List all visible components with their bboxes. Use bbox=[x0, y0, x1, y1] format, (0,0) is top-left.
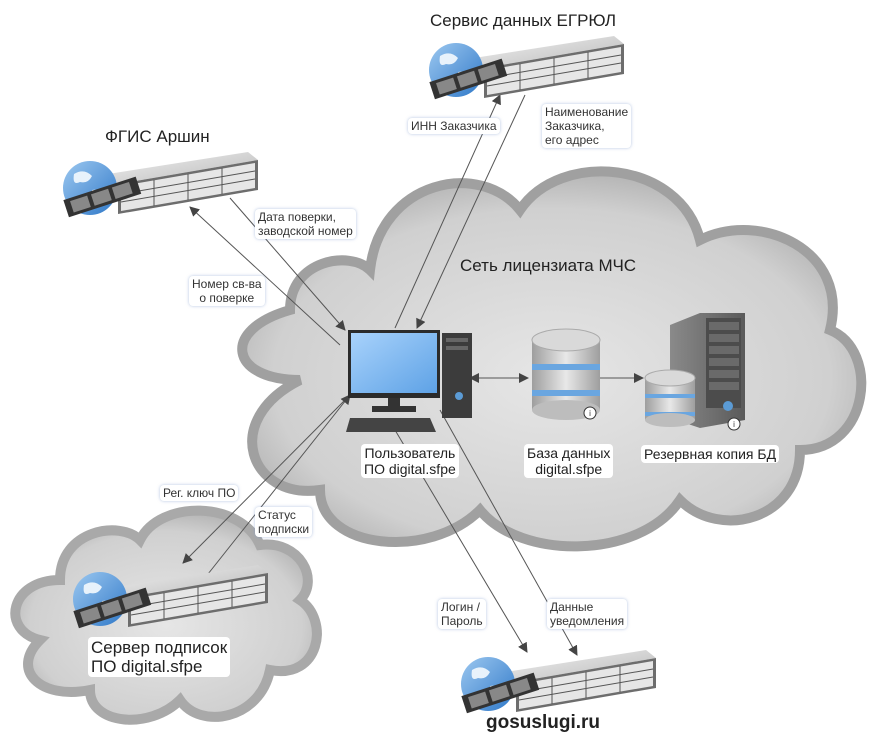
edge-label-inn: ИНН Заказчика bbox=[408, 118, 500, 134]
edge-regkey bbox=[182, 399, 346, 564]
egrul-title: Сервис данных ЕГРЮЛ bbox=[430, 11, 616, 30]
arshin-server-icon bbox=[63, 151, 259, 218]
edge-label-line: о поверке bbox=[199, 291, 255, 305]
edge-label-line: Номер св-ва bbox=[192, 277, 262, 291]
edge-label-name: Наименование Заказчика, его адрес bbox=[542, 104, 632, 148]
db-label-line1: База данных bbox=[527, 445, 611, 461]
edge-label-line: Рег. ключ ПО bbox=[163, 486, 236, 500]
subscriptions-label: Сервер подписок ПО digital.sfpe bbox=[88, 637, 231, 677]
arshin-title: ФГИС Аршин bbox=[105, 127, 210, 146]
edge-name bbox=[416, 94, 526, 329]
gosuslugi-title: gosuslugi.ru bbox=[486, 712, 600, 733]
subscriptions-label-line1: Сервер подписок bbox=[91, 638, 228, 657]
edge-label-line: Заказчика, bbox=[545, 119, 605, 133]
edge-label-status: Статус подписки bbox=[255, 507, 313, 537]
database-icon: i bbox=[531, 328, 601, 420]
gosuslugi-server-icon bbox=[461, 649, 657, 714]
edge-label-line: Логин / bbox=[441, 600, 480, 614]
egrul-server-icon bbox=[429, 35, 625, 100]
user-label: Пользователь ПО digital.sfpe bbox=[361, 444, 459, 478]
edge-status bbox=[207, 394, 351, 575]
edge-label-line: подписки bbox=[258, 522, 310, 536]
edge-label-line: Пароль bbox=[441, 614, 483, 628]
edge-label-cert: Номер св-ва о поверке bbox=[189, 276, 265, 306]
edge-cert bbox=[189, 206, 341, 346]
backup-server-icon: i bbox=[644, 313, 745, 431]
db-label: База данных digital.sfpe bbox=[524, 444, 614, 478]
edge-label-line: заводской номер bbox=[258, 224, 353, 238]
subscriptions-label-line2: ПО digital.sfpe bbox=[91, 657, 203, 676]
workstation-icon bbox=[346, 330, 472, 432]
edge-label-line: ИНН Заказчика bbox=[411, 119, 497, 133]
edge-label-login: Логин / Пароль bbox=[438, 599, 486, 629]
backup-label: Резервная копия БД bbox=[641, 445, 780, 463]
svg-text:i: i bbox=[733, 420, 735, 429]
svg-text:i: i bbox=[589, 409, 591, 418]
edge-label-line: Данные bbox=[550, 600, 594, 614]
user-label-line2: ПО digital.sfpe bbox=[364, 461, 456, 477]
edge-label-line: Дата поверки, bbox=[258, 210, 336, 224]
network-title: Сеть лицензиата МЧС bbox=[460, 256, 637, 275]
edge-label-notify: Данные уведомления bbox=[547, 599, 628, 629]
edge-label-line: уведомления bbox=[550, 614, 625, 628]
user-label-line1: Пользователь bbox=[364, 445, 456, 461]
edge-label-date: Дата поверки, заводской номер bbox=[255, 209, 356, 239]
edge-date bbox=[229, 197, 346, 331]
edge-label-regkey: Рег. ключ ПО bbox=[160, 485, 239, 501]
db-label-line2: digital.sfpe bbox=[535, 461, 603, 477]
edge-label-line: его адрес bbox=[545, 133, 599, 147]
edge-label-line: Наименование bbox=[545, 105, 629, 119]
edge-label-line: Статус bbox=[258, 508, 296, 522]
